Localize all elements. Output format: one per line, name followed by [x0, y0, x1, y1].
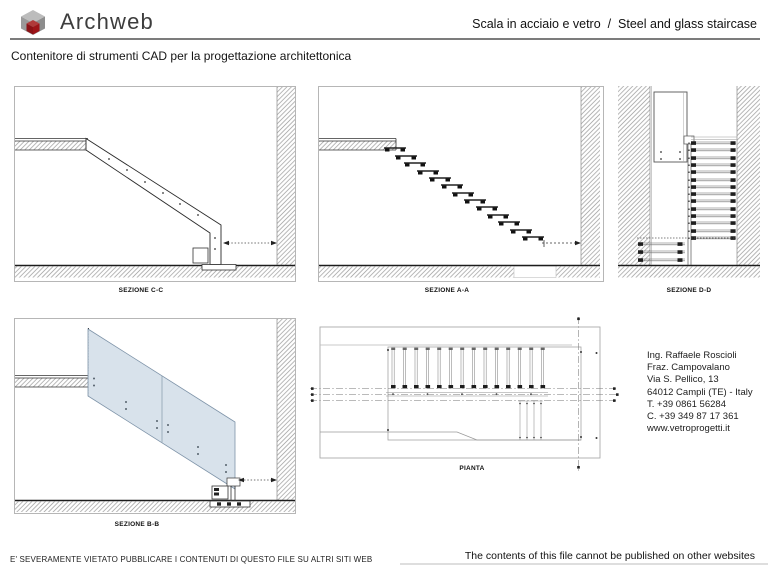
archweb-cube-logo-icon	[21, 10, 45, 35]
centerline-markers	[311, 317, 619, 469]
panel-bolts	[660, 151, 681, 160]
contact-block: Ing. Raffaele Roscioli Fraz. Campovalano…	[647, 350, 753, 435]
section-cc-label: SEZIONE C-C	[118, 287, 164, 294]
section-aa-label: SEZIONE A-A	[424, 287, 470, 294]
brand-wordmark: Archweb	[60, 9, 154, 34]
plan-treads	[391, 347, 546, 389]
footer-notice-italian: E' SEVERAMENTE VIETATO PUBBLICARE I CONT…	[10, 555, 373, 564]
section-dd-drawing	[618, 86, 760, 278]
glass-fixing-bolts	[93, 377, 227, 473]
contact-name: Ing. Raffaele Roscioli	[647, 350, 737, 361]
glass-balustrade-panel	[87, 328, 236, 490]
stringer-bolts	[108, 158, 216, 250]
plan-landing	[518, 400, 543, 440]
plan-drawing	[310, 317, 619, 471]
sheet-title: Scala in acciaio e vetro / Steel and gla…	[472, 17, 757, 31]
footer-notice-english: The contents of this file cannot be publ…	[464, 550, 755, 562]
plan-label: PIANTA	[459, 465, 485, 472]
section-dd-label: SEZIONE D-D	[666, 287, 712, 294]
lower-flight-treads	[638, 242, 685, 262]
header-divider	[10, 38, 760, 40]
sheet-subtitle: Contenitore di strumenti CAD per la prog…	[11, 49, 352, 63]
section-bb-drawing	[14, 318, 296, 514]
floating-treads	[384, 147, 544, 241]
plan-corner-bolts	[387, 349, 598, 439]
contact-city: 64012 Campli (TE) - Italy	[647, 386, 753, 398]
footer-divider	[400, 563, 768, 565]
tread-stack	[688, 141, 736, 240]
section-bb-label: SEZIONE B-B	[114, 521, 160, 528]
section-cc-drawing	[14, 86, 296, 282]
contact-street: Via S. Pellico, 13	[647, 374, 719, 386]
contact-phone: T. +39 0861 56284	[647, 398, 726, 410]
plan-stringer-bolts	[392, 393, 532, 396]
plan-centerlines	[310, 317, 618, 471]
contact-frazione: Fraz. Campovalano	[647, 362, 730, 374]
section-aa-drawing	[318, 86, 604, 282]
contact-website: www.vetroprogetti.it	[647, 423, 730, 435]
contact-mobile: C. +39 349 87 17 361	[647, 411, 739, 423]
